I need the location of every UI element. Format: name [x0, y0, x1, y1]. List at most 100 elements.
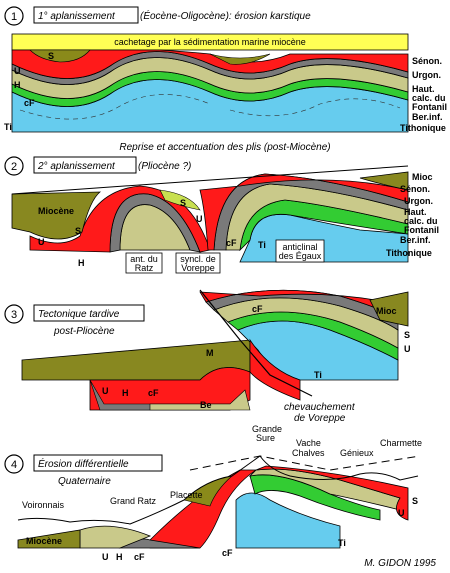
place-charmette: Charmette	[380, 438, 422, 448]
panel-3-title-sub: post-Pliocène	[53, 326, 115, 337]
place-sure: Sure	[256, 433, 275, 443]
panel-1-label-Ti: Ti	[4, 122, 12, 132]
panel-2-legend: Mioc Sénon. Urgon. Haut. calc. du Fontan…	[386, 172, 439, 258]
ratz-box-line2: Ratz	[135, 263, 154, 273]
fontanil-layer-3	[149, 389, 251, 411]
place-placette: Placette	[170, 490, 203, 500]
panel-3-label-U: U	[102, 386, 109, 396]
panel-3-label-Ti: Ti	[314, 370, 322, 380]
panel-2-label-U: U	[38, 237, 45, 247]
neocomian-right-2	[199, 173, 409, 251]
senonian-patch-2	[209, 53, 271, 65]
miocene-layer-2	[11, 191, 102, 240]
panel-4-title-boxed: Érosion différentielle	[38, 457, 129, 470]
legend-2-1: Sénon.	[400, 184, 430, 194]
voreppe-box-line2: Voreppe	[181, 263, 215, 273]
panel-3-label-S: S	[404, 330, 410, 340]
senonian-pocket-2	[159, 189, 201, 211]
panel-3-label-U2: U	[404, 344, 411, 354]
legend-1-5: Ber.inf.	[412, 112, 443, 122]
panel-1-legend: Sénon. Urgon. Haut. calc. du Fontanil Be…	[400, 56, 447, 133]
panel-3-label-cF: cF	[148, 388, 159, 398]
panel-2-label-U2: U	[196, 214, 203, 224]
legend-1-1: Urgon.	[412, 70, 441, 80]
neocomian-layer-2	[29, 185, 211, 253]
legend-1-6: Tithonique	[400, 123, 446, 133]
panel-3-title-box	[33, 304, 145, 322]
panel-2-number: 2	[11, 161, 17, 173]
panel-1-label-U: U	[14, 66, 21, 76]
chevauchement-line2: de Voreppe	[294, 413, 346, 424]
caption-between: Reprise et accentuation des plis (post-M…	[119, 142, 330, 153]
panel-4-title-sub: Quaternaire	[58, 476, 111, 487]
panel-3-label-cF2: cF	[252, 304, 263, 314]
egaux-box-line2: des Égaux	[279, 251, 322, 261]
panel-3-number: 3	[11, 309, 17, 321]
place-grand-ratz: Grand Ratz	[110, 496, 157, 506]
panel-1-label-S: S	[48, 51, 54, 61]
place-genieux: Génieux	[340, 448, 374, 458]
panel-3-label-M: M	[206, 348, 214, 358]
legend-1-0: Sénon.	[412, 56, 442, 66]
miocene-right-3	[369, 291, 409, 327]
panel-3-number-circle	[4, 304, 24, 324]
legend-1-2: Haut.	[412, 84, 435, 94]
panel-4-number-circle	[4, 454, 24, 474]
panel-1: 1 1° aplanissement (Éocène-Oligocène): é…	[4, 6, 447, 133]
thrust-line-3	[199, 289, 313, 397]
legend-1-4: Fontanil	[412, 102, 447, 112]
panel-4: 4 Érosion différentielle Quaternaire Gra…	[4, 424, 422, 562]
panel-1-title-box	[33, 6, 139, 24]
place-chalves: Chalves	[292, 448, 325, 458]
panel-4-label-Ti: Ti	[338, 538, 346, 548]
place-grande: Grande	[252, 424, 282, 434]
miocene-layer-4	[17, 529, 81, 549]
voreppe-box-line1: syncl. de	[180, 254, 216, 264]
legend-2-7: Tithonique	[386, 248, 432, 258]
voreppe-box	[175, 252, 221, 274]
panel-2-title-boxed: 2° aplanissement	[37, 161, 116, 172]
panel-2-label-Ti: Ti	[258, 240, 266, 250]
panel-4-label-cF2: cF	[222, 548, 233, 558]
panel-1-title-boxed: 1° aplanissement	[38, 11, 116, 22]
panel-4-label-U2: U	[398, 508, 405, 518]
panel-4-label-H: H	[116, 552, 123, 562]
cachetage-band	[11, 33, 409, 51]
panel-2-title-rest: (Pliocène ?)	[138, 161, 191, 172]
legend-2-4: calc. du	[404, 216, 438, 226]
panel-1-label-cF: cF	[24, 98, 35, 108]
panel-1-label-H: H	[14, 80, 21, 90]
signature: M. GIDON 1995	[364, 558, 436, 569]
panel-3-label-H: H	[122, 388, 129, 398]
topography-line-4	[17, 455, 419, 525]
panel-2-label-cF: cF	[226, 238, 237, 248]
egaux-box-line1: anticlinal	[282, 242, 317, 252]
panel-3-label-Mioc: Mioc	[376, 306, 397, 316]
chevauchement-line1: chevauchement	[284, 402, 356, 413]
ratz-box	[125, 252, 163, 274]
place-voironnais: Voironnais	[22, 500, 65, 510]
legend-2-3: Haut.	[404, 207, 427, 217]
panel-4-label-cF: cF	[134, 552, 145, 562]
panel-4-number: 4	[11, 459, 17, 471]
legend-2-2: Urgon.	[404, 196, 433, 206]
panel-4-title-box	[33, 454, 163, 472]
panel-3-title-boxed: Tectonique tardive	[38, 309, 120, 320]
place-vache: Vache	[296, 438, 321, 448]
panel-3: 3 Tectonique tardive post-Pliocène M U H…	[4, 289, 411, 424]
panel-1-number-circle	[4, 6, 24, 26]
panel-2-label-S2: S	[180, 198, 186, 208]
panel-2-label-S: S	[75, 226, 81, 236]
panel-4-label-miocene: Miocène	[26, 536, 62, 546]
panel-1-number: 1	[11, 11, 17, 23]
panel-1-title-rest: (Éocène-Oligocène): érosion karstique	[140, 9, 311, 22]
fontanil-left-4	[79, 525, 152, 549]
panel-4-label-S: S	[412, 496, 418, 506]
panel-2-title-box	[33, 156, 137, 174]
panel-4-label-U: U	[102, 552, 109, 562]
cachetage-label: cachetage par la sédimentation marine mi…	[114, 37, 306, 47]
senonian-patch-1	[29, 49, 91, 63]
panel-2: 2 2° aplanissement (Pliocène ?) Miocène …	[4, 156, 439, 274]
dash-line-2	[229, 98, 401, 117]
